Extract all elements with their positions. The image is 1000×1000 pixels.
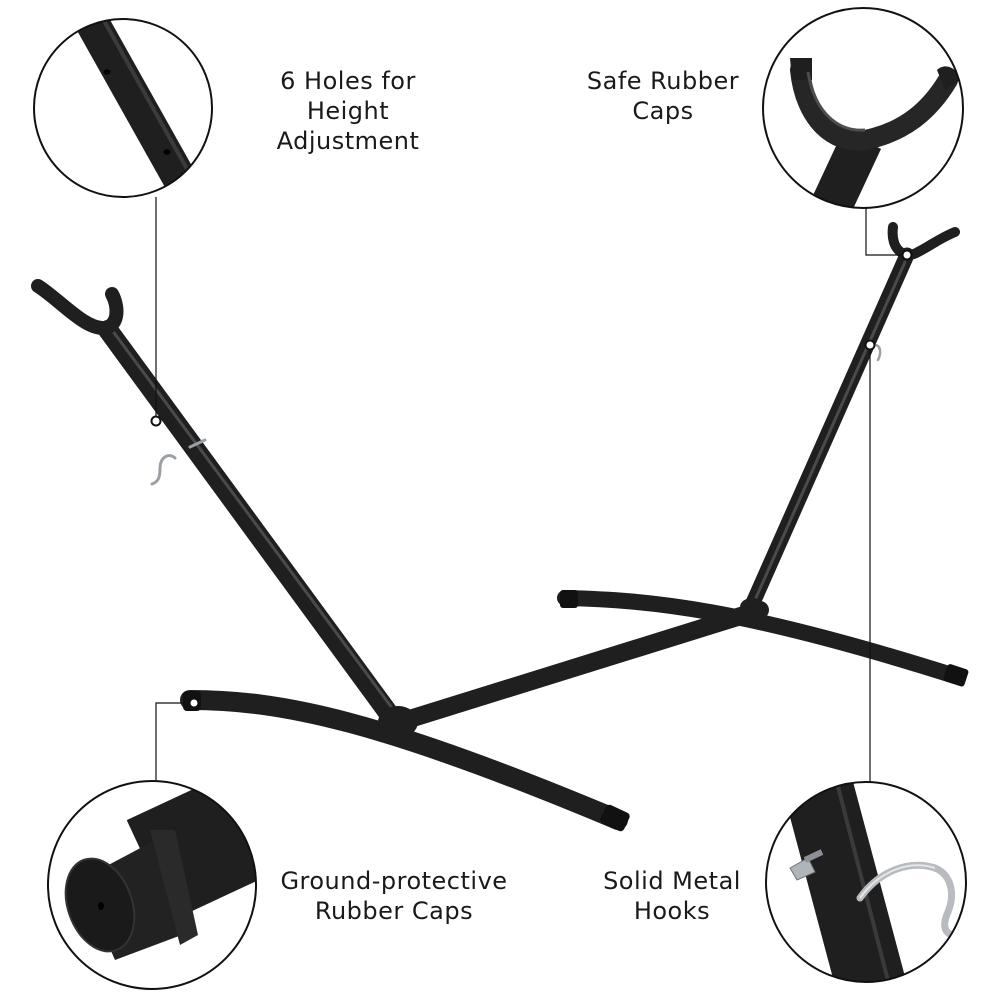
- callout-ground-rubber-caps: Ground-protective Rubber Caps: [280, 867, 508, 925]
- leader-lines: [155, 197, 905, 782]
- end-cap-front: [600, 804, 630, 832]
- right-fork: [887, 222, 960, 260]
- hammock-stand-frame: [31, 222, 969, 832]
- base-arm-front-left: [180, 690, 628, 830]
- left-hook: [150, 454, 177, 486]
- base-arm-back-right: [557, 590, 963, 684]
- left-upright: [98, 320, 405, 732]
- end-cap-back-left: [560, 590, 578, 608]
- center-hub: [378, 706, 418, 738]
- right-hook: [873, 343, 882, 362]
- callout-height-adjustment: 6 Holes for Height Adjustment: [276, 67, 420, 155]
- detail-height-holes: [34, 19, 212, 197]
- detail-safe-caps: [763, 8, 963, 208]
- leader-dots: [150, 249, 913, 709]
- callout-safe-rubber-caps: Safe Rubber Caps: [586, 67, 740, 125]
- base-crossbar: [391, 601, 769, 731]
- end-cap-back-right: [943, 664, 969, 687]
- detail-metal-hooks: [766, 782, 966, 982]
- detail-ground-caps: [48, 781, 256, 989]
- left-fork: [31, 279, 124, 335]
- callout-solid-metal-hooks: Solid Metal Hooks: [603, 867, 741, 925]
